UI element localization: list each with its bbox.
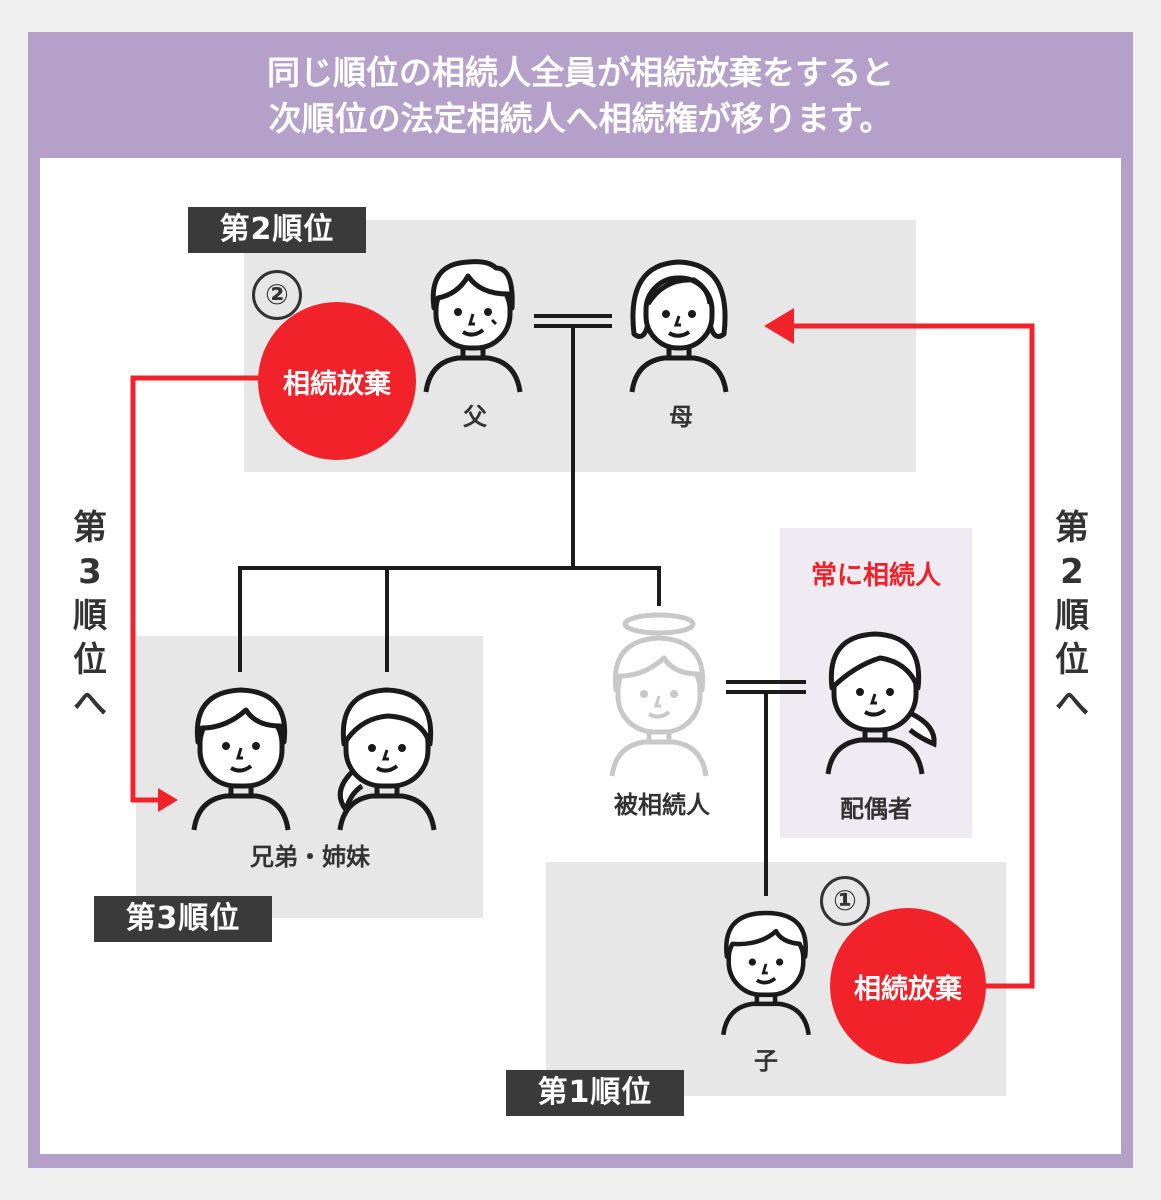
to-second-rank-text: 第2順位へ [1055,508,1089,724]
header-line-2: 次順位の法定相続人へ相続権が移ります。 [268,99,893,138]
brother-icon [191,687,291,831]
father-icon [423,259,523,393]
siblings-label: 兄弟・姉妹 [250,843,370,871]
parents-renunciation-badge: 相続放棄 [258,302,416,460]
third-rank-label: 第3順位 [94,896,272,942]
mother-icon [629,259,729,393]
deceased-label: 被相続人 [614,791,710,819]
third-rank-panel [136,636,483,918]
sister-icon [337,687,437,831]
header-title: 同じ順位の相続人全員が相続放棄をすると 次順位の法定相続人へ相続権が移ります。 [28,50,1133,142]
to-third-rank-text: 第3順位へ [73,508,107,724]
mother-label: 母 [669,403,693,431]
step-2-marker: ② [252,270,302,320]
spouse-label: 配偶者 [840,795,912,823]
step-1-marker: ① [820,876,870,926]
second-rank-label: 第2順位 [188,207,366,253]
deceased-icon [609,612,709,777]
first-rank-label: 第1順位 [506,1070,684,1116]
child-renunciation-badge: 相続放棄 [830,908,986,1064]
father-label: 父 [463,403,487,431]
child-icon [721,910,811,1036]
always-heir-note: 常に相続人 [810,561,941,591]
spouse-icon [825,631,937,775]
child-label: 子 [754,1047,778,1075]
header-line-1: 同じ順位の相続人全員が相続放棄をすると [267,53,894,92]
